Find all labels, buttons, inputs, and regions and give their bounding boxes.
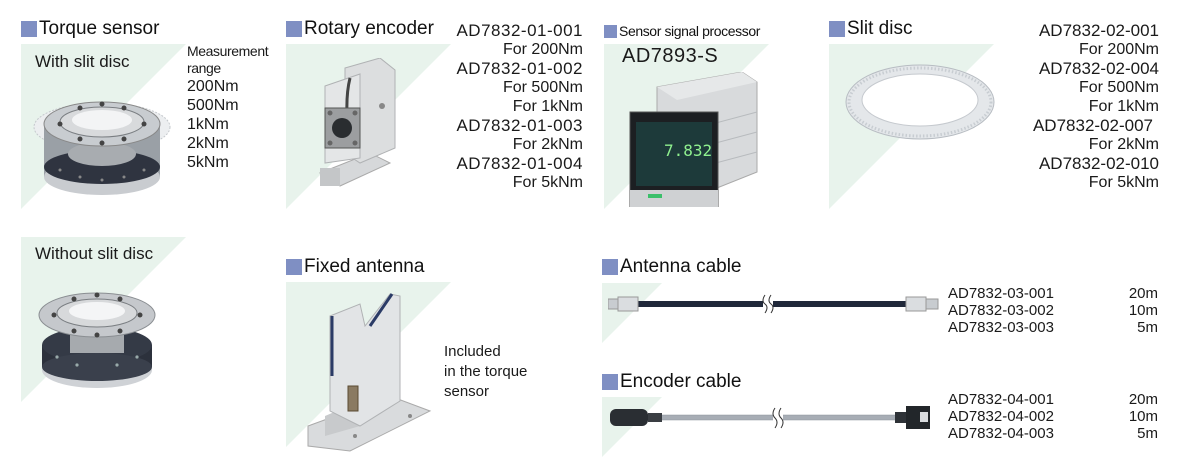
part-code: AD7832-01-003: [456, 116, 583, 135]
part-code: AD7832-04-002: [948, 408, 1054, 425]
without-slit-disc-label: Without slit disc: [35, 244, 154, 263]
part-length: 20m: [1128, 285, 1158, 302]
fixed-antenna-image: [300, 286, 435, 456]
part-code: AD7832-03-003: [948, 319, 1054, 336]
range-value: 2kNm: [187, 135, 229, 152]
torque-sensor-header: Torque sensor: [21, 18, 159, 40]
part-code: AD7832-02-004: [1038, 59, 1159, 78]
range-label: range: [187, 60, 221, 76]
part-note: For 200Nm: [1078, 41, 1159, 58]
part-note: For 500Nm: [1078, 79, 1159, 96]
note-line: sensor: [444, 383, 490, 400]
range-label: Measurement: [187, 43, 269, 59]
part-length: 5m: [1137, 425, 1158, 442]
rotary-encoder-header: Rotary encoder: [286, 18, 434, 40]
part-length: 20m: [1128, 391, 1158, 408]
encoder-cable-image: [610, 404, 940, 432]
encoder-cable-header: Encoder cable: [602, 371, 741, 393]
processor-display-value: 7.832: [664, 141, 712, 160]
signal-processor-title: Sensor signal processor: [619, 23, 760, 39]
section-square-icon: [602, 374, 618, 390]
part-code: AD7832-03-001: [948, 285, 1054, 302]
section-square-icon: [21, 21, 37, 37]
section-square-icon: [286, 21, 302, 37]
range-value: 5kNm: [187, 154, 229, 171]
rotary-encoder-part-list: AD7832-01-001 For 200Nm AD7832-01-002 Fo…: [456, 21, 583, 192]
part-code: AD7832-02-001: [1038, 21, 1159, 40]
part-note: For 5kNm: [1088, 174, 1159, 191]
torque-sensor-with-disc-image: [30, 82, 180, 200]
part-note: For 2kNm: [1088, 136, 1159, 153]
slit-disc-part-list: AD7832-02-001 For 200Nm AD7832-02-004 Fo…: [1033, 21, 1159, 192]
part-length: 10m: [1128, 302, 1158, 319]
antenna-cable-header: Antenna cable: [602, 256, 742, 278]
slit-disc-image: [843, 62, 998, 147]
section-square-icon: [286, 259, 302, 275]
section-square-icon: [829, 21, 845, 37]
measurement-range-list: Measurement range 200Nm 500Nm 1kNm 2kNm …: [187, 43, 269, 172]
part-row: AD7832-03-002 10m: [948, 302, 1158, 319]
part-note: For 2kNm: [512, 136, 583, 153]
note-line: Included: [444, 343, 501, 360]
part-row: AD7832-04-002 10m: [948, 408, 1158, 425]
fixed-antenna-header: Fixed antenna: [286, 256, 424, 278]
part-length: 5m: [1137, 319, 1158, 336]
with-slit-disc-label: With slit disc: [35, 52, 130, 71]
part-note: For 200Nm: [502, 41, 583, 58]
encoder-cable-title: Encoder cable: [620, 371, 742, 392]
part-code: AD7832-04-003: [948, 425, 1054, 442]
range-value: 500Nm: [187, 97, 239, 114]
part-note: For 1kNm: [512, 98, 583, 115]
part-code: AD7832-01-001: [456, 21, 583, 40]
section-square-icon: [604, 24, 617, 38]
section-square-icon: [602, 259, 618, 275]
fixed-antenna-note: Included in the torque sensor: [444, 342, 527, 402]
rotary-encoder-title: Rotary encoder: [304, 18, 434, 39]
part-row: AD7832-03-001 20m: [948, 285, 1158, 302]
part-length: 10m: [1128, 408, 1158, 425]
antenna-cable-title: Antenna cable: [620, 256, 742, 277]
fixed-antenna-title: Fixed antenna: [304, 256, 425, 277]
signal-processor-header: Sensor signal processor: [604, 20, 760, 42]
signal-processor-image: 7.832: [622, 72, 762, 207]
part-row: AD7832-04-003 5m: [948, 425, 1158, 442]
rotary-encoder-image: [310, 58, 405, 198]
part-note: For 500Nm: [502, 79, 583, 96]
slit-disc-header: Slit disc: [829, 18, 912, 40]
part-code: AD7832-02-007: [1032, 116, 1153, 135]
torque-sensor-title: Torque sensor: [39, 18, 160, 39]
part-code: AD7832-01-002: [456, 59, 583, 78]
antenna-cable-image: [608, 293, 944, 315]
part-row: AD7832-03-003 5m: [948, 319, 1158, 336]
part-code: AD7832-01-004: [456, 154, 583, 173]
slit-disc-title: Slit disc: [847, 18, 913, 39]
torque-sensor-without-disc-image: [32, 275, 167, 393]
part-code: AD7832-03-002: [948, 302, 1054, 319]
part-row: AD7832-04-001 20m: [948, 391, 1158, 408]
part-code: AD7832-04-001: [948, 391, 1054, 408]
part-code: AD7832-02-010: [1038, 154, 1159, 173]
antenna-cable-part-list: AD7832-03-001 20m AD7832-03-002 10m AD78…: [948, 285, 1158, 336]
processor-model: AD7893-S: [622, 45, 719, 67]
note-line: in the torque: [444, 363, 528, 380]
encoder-cable-part-list: AD7832-04-001 20m AD7832-04-002 10m AD78…: [948, 391, 1158, 442]
range-value: 1kNm: [187, 116, 229, 133]
part-note: For 5kNm: [512, 174, 583, 191]
part-note: For 1kNm: [1088, 98, 1159, 115]
range-value: 200Nm: [187, 78, 239, 95]
